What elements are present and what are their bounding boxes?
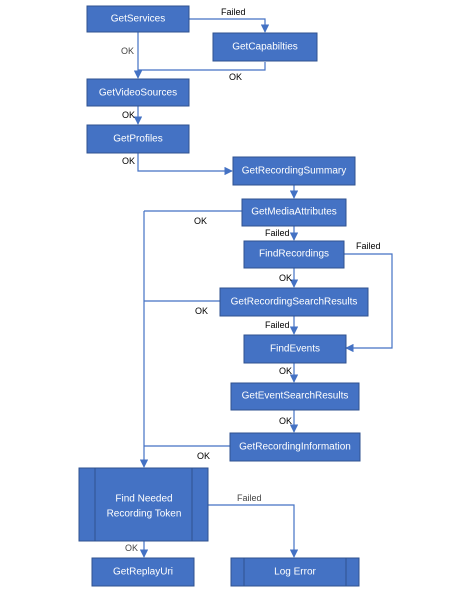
node-find-needed-recording-token-line2: Recording Token xyxy=(107,509,182,520)
label-eventsearch-ok: OK xyxy=(279,416,292,426)
edge-findrecordings-to-findevents xyxy=(344,253,393,353)
edge-capabilities-to-merge xyxy=(138,62,266,71)
node-find-needed-recording-token-line1: Find Needed xyxy=(115,494,172,505)
edge-profiles-to-recordingsummary xyxy=(137,153,233,176)
node-get-video-sources-label: GetVideoSources xyxy=(99,88,177,99)
edge-token-to-logerror xyxy=(208,504,299,558)
edge-services-to-capabilities xyxy=(189,18,270,33)
node-get-media-attributes-label: GetMediaAttributes xyxy=(251,207,337,218)
label-mediaattributes-ok: OK xyxy=(194,216,207,226)
node-get-recording-summary-label: GetRecordingSummary xyxy=(242,166,346,177)
node-get-replay-uri[interactable]: GetReplayUri xyxy=(91,557,195,587)
label-services-ok: OK xyxy=(121,46,134,56)
node-get-recording-search-results[interactable]: GetRecordingSearchResults xyxy=(219,287,369,317)
node-get-services-label: GetServices xyxy=(111,14,165,25)
label-searchresults-ok: OK xyxy=(195,306,208,316)
node-log-error[interactable]: Log Error xyxy=(230,557,360,587)
label-capabilities-ok: OK xyxy=(229,72,242,82)
node-find-recordings[interactable]: FindRecordings xyxy=(243,240,345,269)
node-find-events[interactable]: FindEvents xyxy=(243,334,347,364)
node-get-profiles[interactable]: GetProfiles xyxy=(86,124,190,154)
label-searchresults-failed: Failed xyxy=(265,320,290,330)
node-get-services[interactable]: GetServices xyxy=(86,5,190,33)
label-recordinginfo-ok: OK xyxy=(197,451,210,461)
node-get-media-attributes[interactable]: GetMediaAttributes xyxy=(241,198,347,227)
node-get-recording-summary[interactable]: GetRecordingSummary xyxy=(232,156,356,186)
node-get-capabilities[interactable]: GetCapabilties xyxy=(212,32,318,62)
node-get-recording-information-label: GetRecordingInformation xyxy=(239,442,351,453)
label-findrecordings-ok: OK xyxy=(279,273,292,283)
node-get-event-search-results-label: GetEventSearchResults xyxy=(242,391,349,402)
node-get-profiles-label: GetProfiles xyxy=(113,134,162,145)
label-profiles-ok: OK xyxy=(122,156,135,166)
label-findrecordings-failed: Failed xyxy=(356,241,381,251)
label-findevents-ok: OK xyxy=(279,366,292,376)
node-get-capabilities-label: GetCapabilties xyxy=(232,42,298,53)
label-token-ok: OK xyxy=(125,543,138,553)
node-find-needed-recording-token[interactable]: Find Needed Recording Token xyxy=(78,467,209,542)
nodes: GetServices GetCapabilties GetVideoSourc… xyxy=(78,5,369,587)
node-get-recording-information[interactable]: GetRecordingInformation xyxy=(229,432,361,462)
edge-labels: Failed OK OK OK OK OK Failed Failed OK O… xyxy=(121,7,381,553)
label-mediaattributes-failed: Failed xyxy=(265,228,290,238)
node-get-replay-uri-label: GetReplayUri xyxy=(113,567,173,578)
node-get-event-search-results[interactable]: GetEventSearchResults xyxy=(230,382,360,411)
node-find-recordings-label: FindRecordings xyxy=(259,249,329,260)
node-log-error-label: Log Error xyxy=(274,567,316,578)
label-videosources-ok: OK xyxy=(122,110,135,120)
label-services-failed: Failed xyxy=(221,7,246,17)
node-get-video-sources[interactable]: GetVideoSources xyxy=(86,78,190,107)
label-token-failed: Failed xyxy=(237,493,262,503)
node-find-events-label: FindEvents xyxy=(270,344,320,355)
node-get-recording-search-results-label: GetRecordingSearchResults xyxy=(231,297,358,308)
edges xyxy=(133,18,393,558)
